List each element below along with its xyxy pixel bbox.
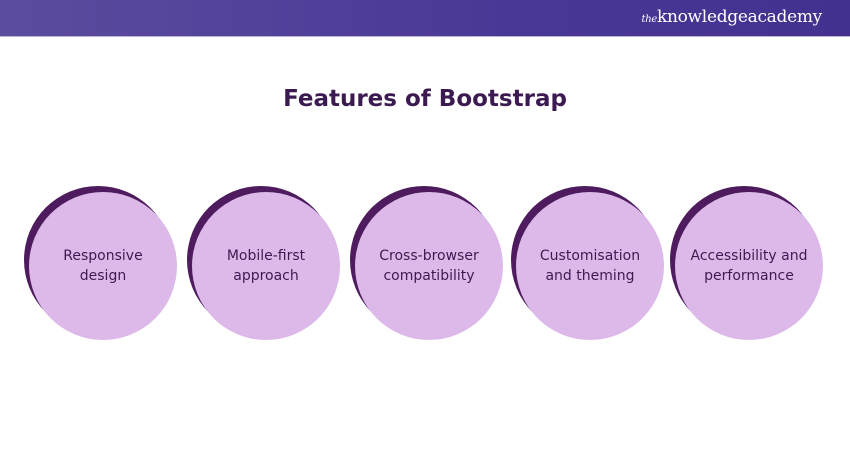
page-title: Features of Bootstrap: [283, 86, 567, 112]
logo-main: knowledgeacademy: [656, 7, 822, 27]
header-banner: theknowledgeacademy: [0, 0, 850, 37]
logo-prefix: the: [641, 14, 657, 25]
brand-logo: theknowledgeacademy: [641, 7, 822, 27]
